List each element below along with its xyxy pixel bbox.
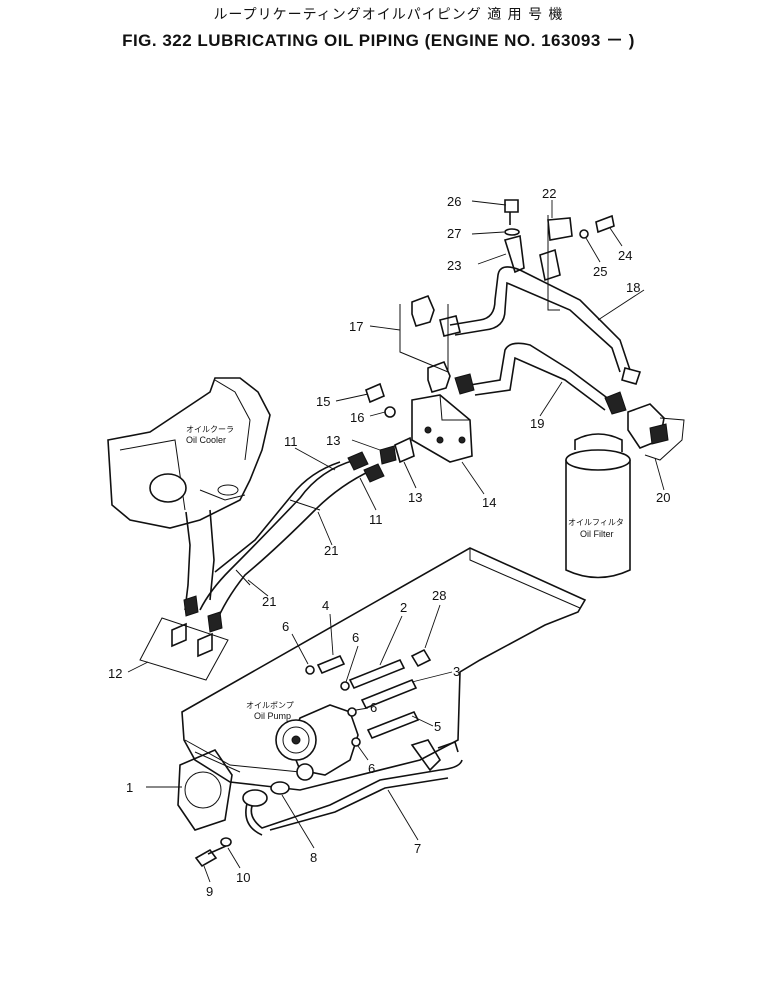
- callout-25: 25: [593, 264, 607, 279]
- callout-6-b: 6: [352, 630, 359, 645]
- callout-6-d: 6: [368, 761, 375, 776]
- oil-pan: [181, 547, 587, 791]
- callout-16: 16: [350, 410, 364, 425]
- callout-27: 27: [447, 226, 461, 241]
- callout-4: 4: [322, 598, 329, 613]
- callout-17: 17: [349, 319, 363, 334]
- callout-3: 3: [453, 664, 460, 679]
- callout-6-a: 6: [282, 619, 289, 634]
- filter-pipes: [439, 266, 642, 415]
- oil-filter-label: Oil Filter: [580, 529, 614, 539]
- mounting-bolts: [305, 648, 432, 747]
- callout-9: 9: [206, 884, 213, 899]
- callout-21-b: 21: [262, 594, 276, 609]
- callout-21-a: 21: [324, 543, 338, 558]
- callout-2: 2: [400, 600, 407, 615]
- gasket: [177, 749, 233, 831]
- page-header: ループリケーティングオイルパイピング 適 用 号 機 FIG. 322 LUBR…: [0, 4, 757, 51]
- filter-connector: [627, 403, 685, 461]
- callout-numbers: 1 2 3 4 5 6 6 6 6 7 8 9 10 11 11 12 13 1…: [108, 186, 670, 899]
- pipe-clips: [503, 199, 615, 311]
- callout-14: 14: [482, 495, 496, 510]
- callout-26: 26: [447, 194, 461, 209]
- callout-24: 24: [618, 248, 632, 263]
- callout-23: 23: [447, 258, 461, 273]
- elbow-fittings: [399, 294, 451, 393]
- figure-title: FIG. 322 LUBRICATING OIL PIPING (ENGINE …: [122, 31, 635, 50]
- callout-11-a: 11: [284, 434, 298, 449]
- oil-pump-label: Oil Pump: [254, 711, 291, 721]
- callout-5: 5: [434, 719, 441, 734]
- callout-18: 18: [626, 280, 640, 295]
- oil-cooler: オイルクーラ Oil Cooler: [107, 377, 271, 529]
- suction-pipe: [242, 739, 463, 836]
- callout-13-b: 13: [408, 490, 422, 505]
- callout-12: 12: [108, 666, 122, 681]
- filter-block: [365, 382, 473, 465]
- callout-6-c: 6: [370, 700, 377, 715]
- callout-15: 15: [316, 394, 330, 409]
- oil-pump: オイルポンプ Oil Pump: [246, 701, 359, 781]
- oil-cooler-label-jp: オイルクーラ: [186, 425, 234, 434]
- leader-lines: [127, 200, 665, 883]
- callout-8: 8: [310, 850, 317, 865]
- callout-19: 19: [530, 416, 544, 431]
- callout-11-b: 11: [369, 512, 383, 527]
- oil-filter: オイルフィルタ Oil Filter: [565, 433, 631, 579]
- callout-20: 20: [656, 490, 670, 505]
- callout-10: 10: [236, 870, 250, 885]
- cooler-hoses: [139, 451, 385, 681]
- oil-cooler-label: Oil Cooler: [186, 435, 226, 445]
- oil-pump-label-jp: オイルポンプ: [246, 701, 294, 710]
- flange-bolt: [194, 837, 232, 868]
- oil-filter-label-jp: オイルフィルタ: [568, 518, 624, 527]
- callout-22: 22: [542, 186, 556, 201]
- callout-13-a: 13: [326, 433, 340, 448]
- callout-7: 7: [414, 841, 421, 856]
- callout-1: 1: [126, 780, 133, 795]
- callout-28: 28: [432, 588, 446, 603]
- figure-title-japanese: ループリケーティングオイルパイピング 適 用 号 機: [213, 7, 564, 23]
